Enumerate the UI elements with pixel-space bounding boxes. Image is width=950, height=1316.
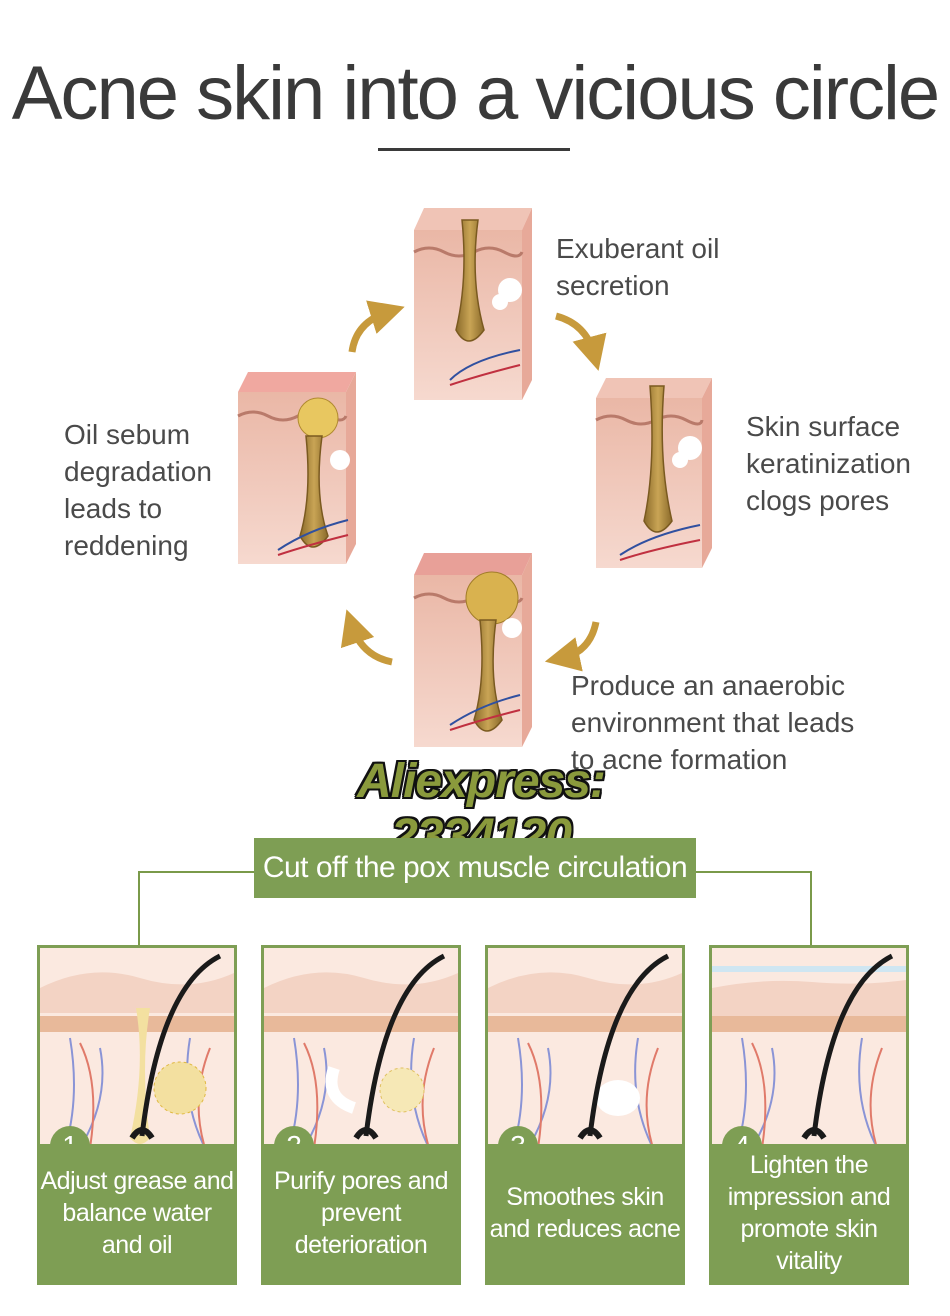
page-title: Acne skin into a vicious circle xyxy=(11,51,940,136)
acne-cycle-diagram xyxy=(237,208,712,747)
step-text-4: Lighten the impression and promote skin … xyxy=(712,1144,906,1282)
step-panel-1: 1 Adjust grease and balance water and oi… xyxy=(37,945,237,1285)
banner: Cut off the pox muscle circulation xyxy=(254,838,696,898)
skin-block-left xyxy=(237,372,356,564)
step-panel-3: 3 Smoothes skin and reduces acne xyxy=(485,945,685,1285)
connector-right-v xyxy=(810,871,812,945)
skin-cross-section-3 xyxy=(488,948,682,1148)
skin-block-top xyxy=(413,208,532,400)
caption-left: Oil sebum degradation leads to reddening xyxy=(64,419,212,561)
skin-cross-section-1 xyxy=(40,948,234,1148)
skin-block-right xyxy=(595,378,712,568)
connector-left-v xyxy=(138,871,140,945)
caption-bottom: Produce an anaerobic environment that le… xyxy=(571,670,855,775)
step-text-1: Adjust grease and balance water and oil xyxy=(40,1144,234,1282)
connector-left-h xyxy=(138,871,256,873)
cycle-arrow-bottom-left xyxy=(340,609,393,666)
step-panel-2: 2 Purify pores and prevent deterioration xyxy=(261,945,461,1285)
step-panel-4: 4 Lighten the impression and promote ski… xyxy=(709,945,909,1285)
skin-cross-section-4 xyxy=(712,948,906,1148)
skin-cross-section-2 xyxy=(264,948,458,1148)
skin-block-bottom xyxy=(413,553,532,747)
connector-right-h xyxy=(694,871,812,873)
caption-top: Exuberant oil secretion xyxy=(556,233,720,301)
step-text-3: Smoothes skin and reduces acne xyxy=(488,1144,682,1282)
cycle-arrow-left-top xyxy=(348,300,405,353)
title-underline xyxy=(378,148,570,151)
cycle-arrow-right-bottom xyxy=(544,621,600,672)
step-text-2: Purify pores and prevent deterioration xyxy=(264,1144,458,1282)
caption-right: Skin surface keratinization clogs pores xyxy=(746,411,911,516)
cycle-arrow-top-right xyxy=(554,312,607,371)
